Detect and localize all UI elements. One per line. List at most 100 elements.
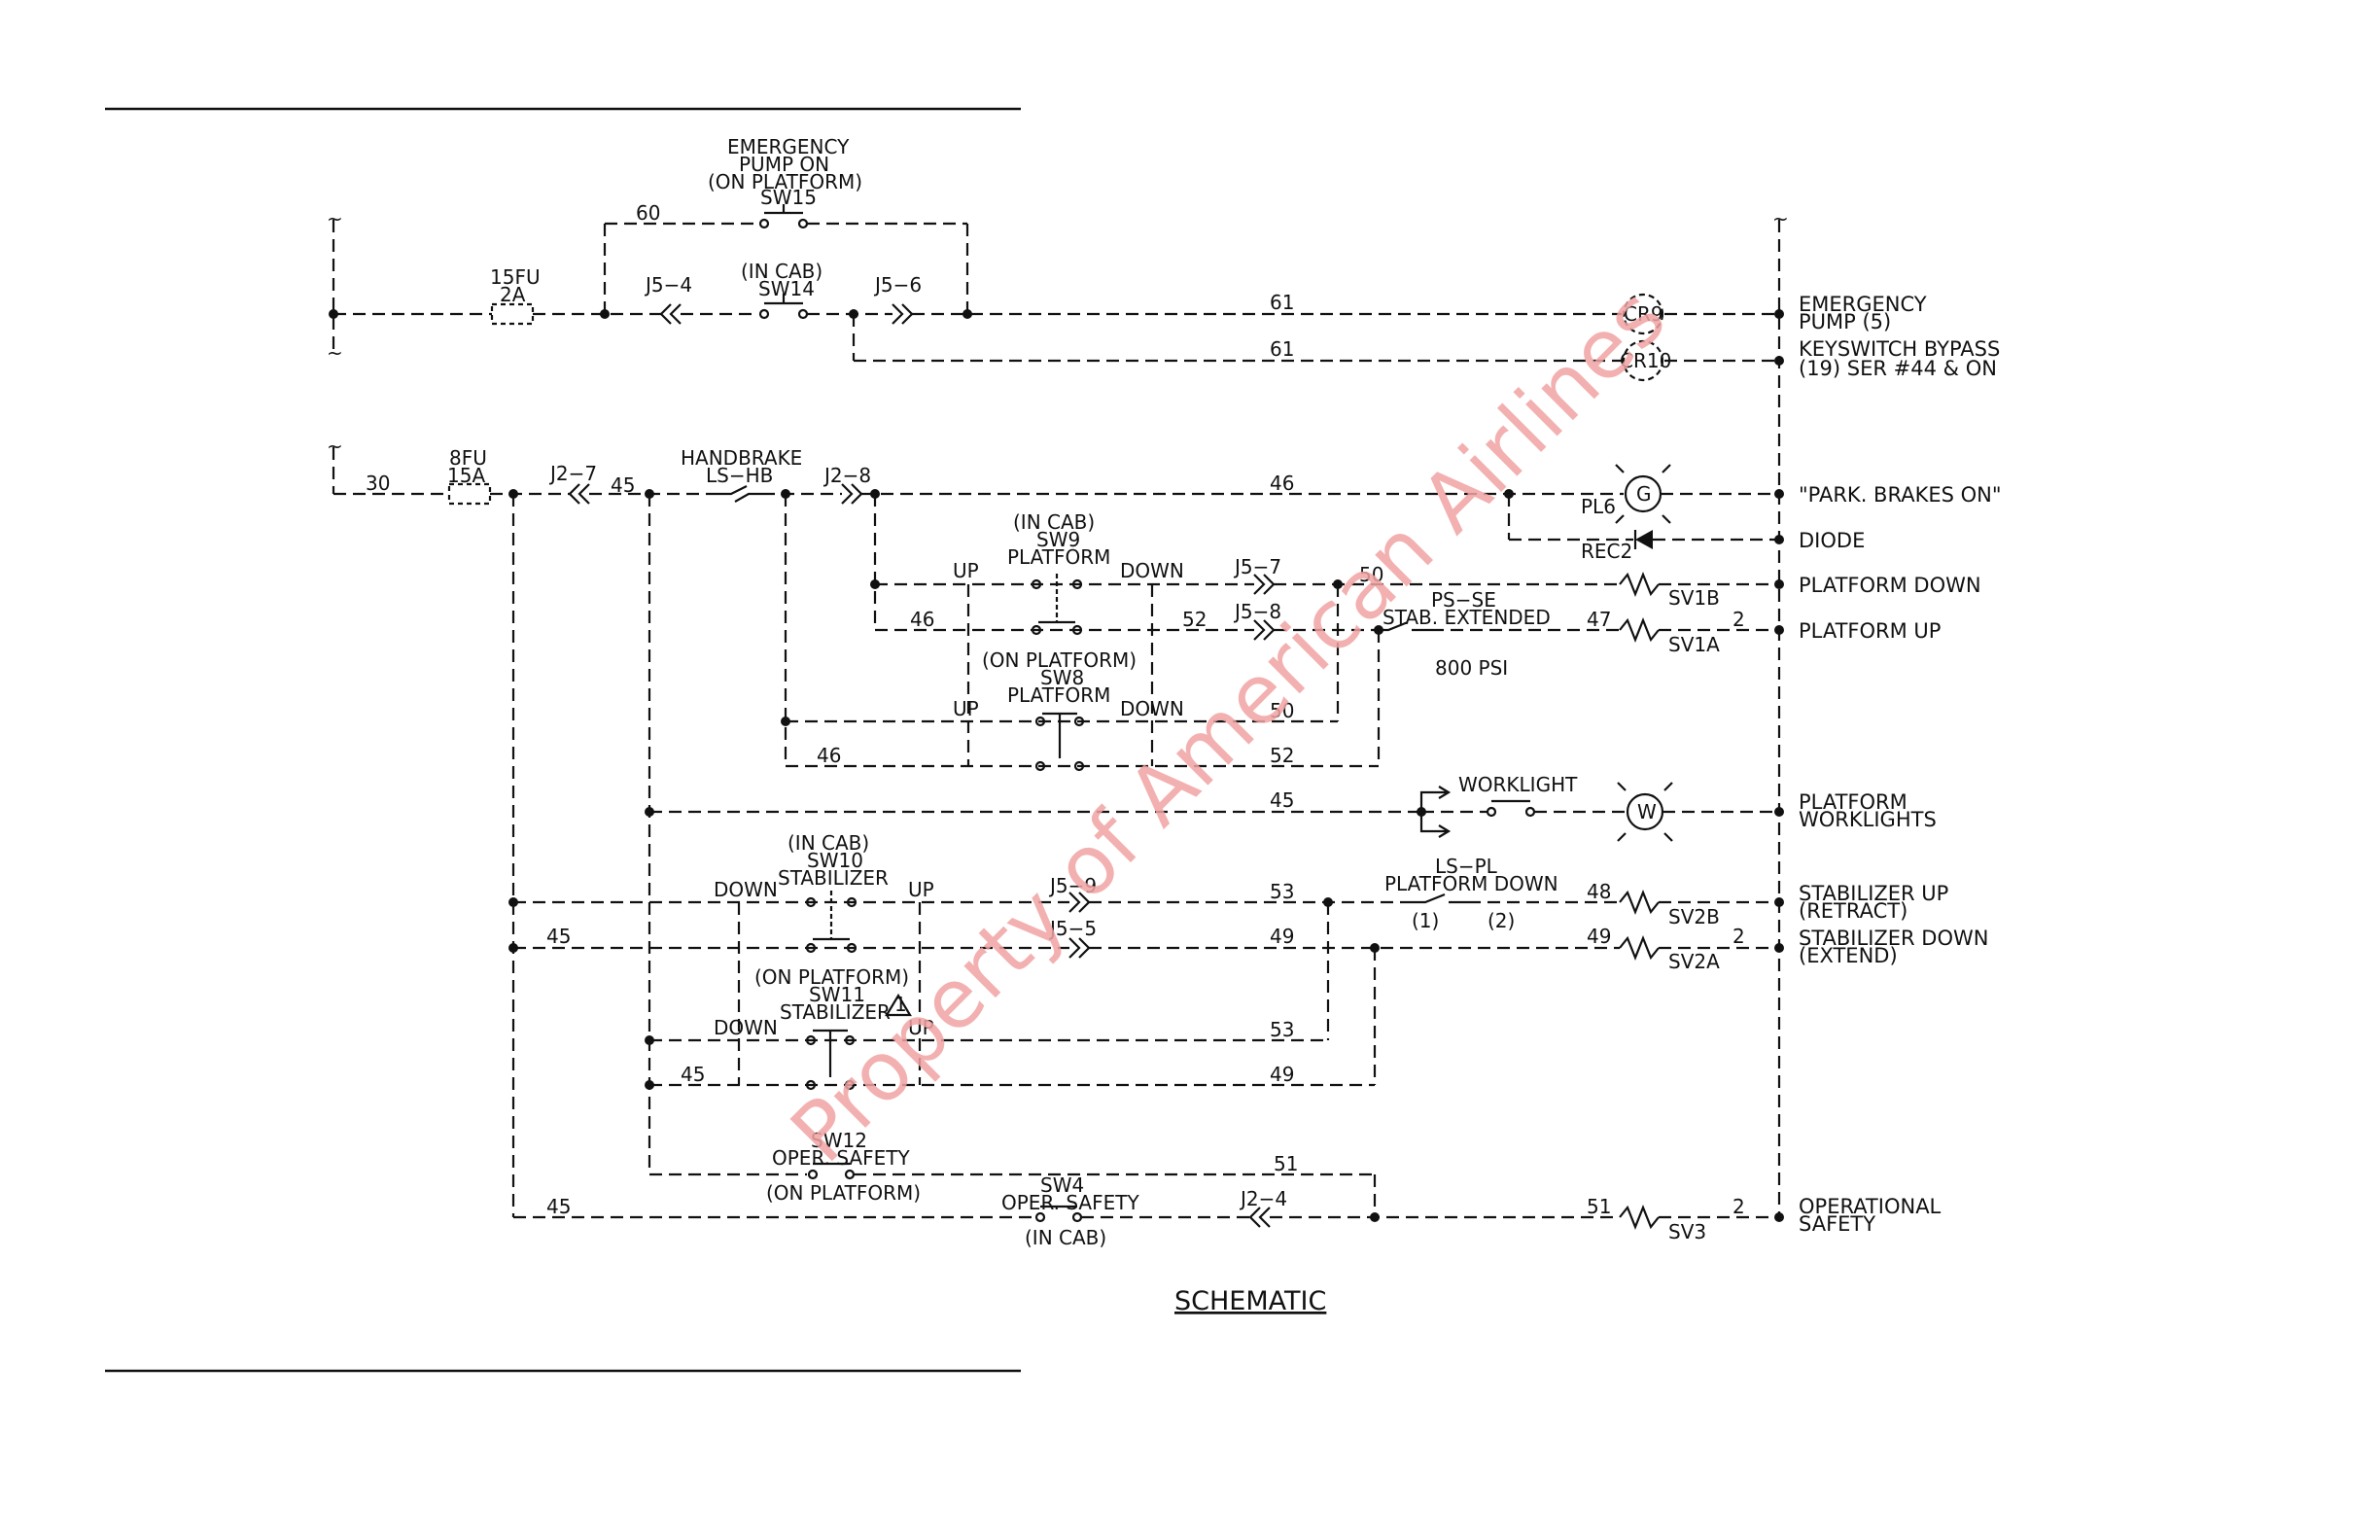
- operational-safety-circuit: [513, 1162, 1784, 1230]
- output-extend: (EXTEND): [1799, 944, 1898, 967]
- wire-46: 46: [910, 608, 934, 631]
- label-j5-6: J5−6: [873, 273, 922, 297]
- label-up: UP: [953, 697, 979, 720]
- label-note-1: 1: [894, 993, 907, 1016]
- label-down: DOWN: [714, 1016, 778, 1039]
- wire-45: 45: [611, 473, 635, 497]
- label-sw9: SW9: [1036, 528, 1080, 551]
- label-sv2b: SV2B: [1668, 905, 1720, 928]
- label-emergency-pump-on: EMERGENCY: [727, 135, 850, 158]
- output-operational: OPERATIONAL: [1799, 1195, 1942, 1218]
- label-ls-pl: LS−PL: [1435, 855, 1498, 878]
- main-circuit: [333, 464, 1784, 1217]
- label-cr10: CR10: [1620, 349, 1671, 372]
- output-safety: SAFETY: [1799, 1212, 1875, 1236]
- label-in-cab: (IN CAB): [788, 831, 869, 855]
- wire-61: 61: [1270, 337, 1294, 361]
- wire-52: 52: [1182, 608, 1207, 631]
- output-labels: EMERGENCY PUMP (5) KEYSWITCH BYPASS (19)…: [1799, 293, 2002, 1236]
- label-j5-9: J5−9: [1048, 874, 1097, 897]
- label-sv1a: SV1A: [1668, 633, 1720, 656]
- label-stab-extended: STAB. EXTENDED: [1382, 606, 1551, 629]
- worklight-circuit: [645, 782, 1784, 842]
- wire-49: 49: [1270, 925, 1294, 948]
- wire-30: 30: [366, 472, 390, 495]
- label-ls-hb: LS−HB: [706, 464, 773, 487]
- label-down: DOWN: [1120, 559, 1184, 582]
- label-down: DOWN: [714, 878, 778, 901]
- stabilizer-circuit: [508, 890, 1784, 1091]
- label-oper-safety: OPER. SAFETY: [1001, 1191, 1139, 1214]
- label-sv3: SV3: [1668, 1220, 1706, 1243]
- right-rail: ~: [1772, 207, 1789, 1217]
- label-j5-5: J5−5: [1048, 917, 1097, 940]
- label-j2-8: J2−8: [822, 464, 871, 487]
- output-diode: DIODE: [1799, 529, 1865, 552]
- label-in-cab: (IN CAB): [741, 260, 822, 283]
- label-j5-8: J5−8: [1233, 600, 1281, 623]
- label-sw14: SW14: [758, 277, 815, 300]
- label-platform: PLATFORM: [1007, 683, 1110, 707]
- platform-switches: [781, 572, 1784, 772]
- label-15fu-rating: 2A: [500, 283, 526, 306]
- svg-text:~: ~: [1772, 207, 1789, 230]
- label-g: G: [1636, 482, 1652, 506]
- svg-text:~: ~: [327, 341, 343, 365]
- label-sw12: SW12: [811, 1129, 867, 1152]
- output-keyswitch-bypass: KEYSWITCH BYPASS: [1799, 337, 2000, 361]
- output-platform-up: PLATFORM UP: [1799, 619, 1941, 643]
- output-pump-5: PUMP (5): [1799, 310, 1891, 333]
- label-sw8: SW8: [1040, 666, 1084, 689]
- output-emergency: EMERGENCY: [1799, 293, 1927, 316]
- wire-51: 51: [1274, 1152, 1298, 1175]
- label-on-platform: (ON PLATFORM): [766, 1181, 921, 1205]
- label-oper-safety: OPER. SAFETY: [772, 1146, 910, 1170]
- wire-50: 50: [1270, 699, 1294, 722]
- wire-45: 45: [546, 925, 571, 948]
- wire-46: 46: [1270, 472, 1294, 495]
- label-rec2: REC2: [1581, 540, 1632, 563]
- wire-2: 2: [1732, 608, 1745, 631]
- label-cr9: CR9: [1624, 302, 1663, 326]
- label-8fu-rating: 15A: [447, 464, 485, 487]
- label-sv2a: SV2A: [1668, 950, 1720, 973]
- label-down: DOWN: [1120, 697, 1184, 720]
- label-platform: PLATFORM: [1007, 545, 1110, 569]
- left-rails: ~ ~ ~: [327, 207, 343, 494]
- output-stabilizer-down: STABILIZER DOWN: [1799, 927, 1988, 950]
- label-sv1b: SV1B: [1668, 586, 1720, 610]
- label-platform-down: PLATFORM DOWN: [1384, 872, 1558, 895]
- watermark: Property of American Airlines: [773, 269, 1684, 1180]
- wire-60: 60: [636, 201, 660, 225]
- label-w: W: [1637, 800, 1657, 823]
- label-pl6: PL6: [1581, 495, 1616, 518]
- label-stabilizer: STABILIZER: [780, 1000, 891, 1024]
- wire-53: 53: [1270, 880, 1294, 903]
- label-in-cab: (IN CAB): [1025, 1226, 1106, 1249]
- label-sw10: SW10: [807, 849, 863, 872]
- label-sw4: SW4: [1040, 1173, 1084, 1197]
- label-up: UP: [908, 1016, 934, 1039]
- label-in-cab: (IN CAB): [1013, 510, 1095, 534]
- label-j2-7: J2−7: [548, 462, 597, 485]
- wire-48: 48: [1587, 880, 1611, 903]
- labels: EMERGENCY PUMP ON (ON PLATFORM) SW15 60 …: [366, 135, 1745, 1249]
- label-on-platform: (ON PLATFORM): [754, 965, 909, 989]
- wire-49: 49: [1270, 1063, 1294, 1086]
- wire-2: 2: [1732, 925, 1745, 948]
- label-sw11: SW11: [809, 983, 865, 1006]
- label-ps-se: PS−SE: [1431, 588, 1496, 612]
- wire-46: 46: [817, 744, 841, 767]
- output-ser-44: (19) SER #44 & ON: [1799, 357, 1997, 380]
- wire-53: 53: [1270, 1018, 1294, 1041]
- svg-text:~: ~: [327, 207, 343, 230]
- wire-49: 49: [1587, 925, 1611, 948]
- wire-51: 51: [1587, 1195, 1611, 1218]
- label-handbrake: HANDBRAKE: [681, 446, 802, 470]
- label-on-platform: (ON PLATFORM): [708, 170, 862, 193]
- label-on-platform: (ON PLATFORM): [982, 648, 1137, 672]
- output-platform-down: PLATFORM DOWN: [1799, 574, 1981, 597]
- wire-61: 61: [1270, 291, 1294, 314]
- label-800-psi: 800 PSI: [1435, 656, 1508, 680]
- label-pump-on: PUMP ON: [739, 153, 829, 176]
